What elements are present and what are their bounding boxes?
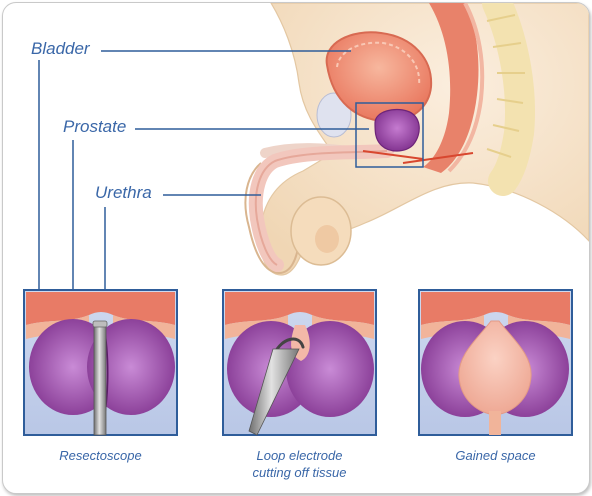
caption-gained-space-text: Gained space bbox=[455, 448, 535, 463]
anatomy-illustration bbox=[3, 3, 590, 494]
panel-loop-electrode bbox=[223, 290, 376, 435]
urethra-label: Urethra bbox=[95, 183, 152, 203]
panel-gained-space bbox=[419, 290, 572, 435]
prostate-label: Prostate bbox=[63, 117, 126, 137]
panel-resectoscope bbox=[24, 290, 177, 435]
caption-gained-space: Gained space bbox=[419, 447, 572, 464]
bladder-label: Bladder bbox=[31, 39, 90, 59]
caption-loop-electrode-line2: cutting off tissue bbox=[215, 464, 384, 481]
body-silhouette bbox=[245, 3, 589, 275]
caption-loop-electrode-line1: Loop electrode bbox=[215, 447, 384, 464]
caption-resectoscope: Resectoscope bbox=[24, 447, 177, 464]
caption-loop-electrode: Loop electrode cutting off tissue bbox=[215, 447, 384, 481]
caption-resectoscope-text: Resectoscope bbox=[59, 448, 141, 463]
